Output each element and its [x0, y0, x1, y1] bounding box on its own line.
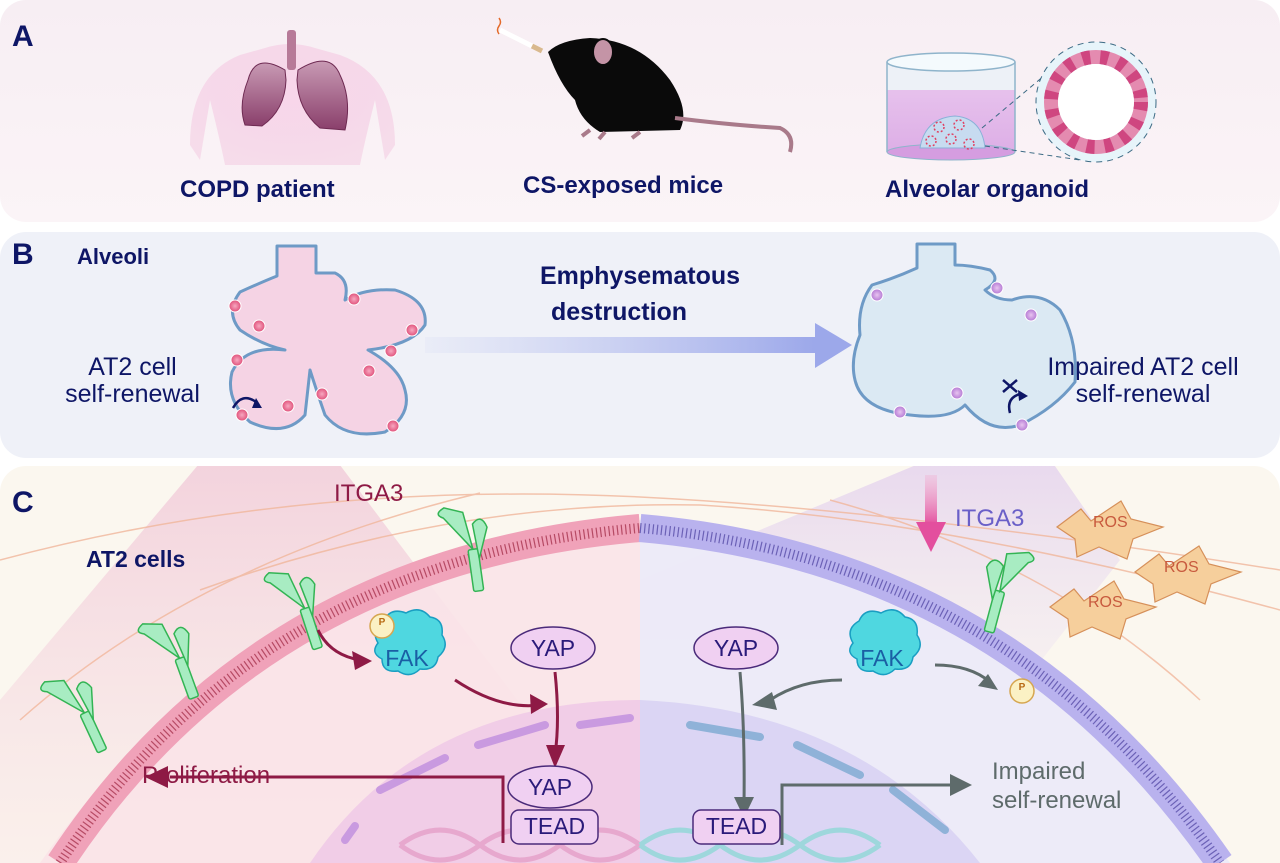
fak-healthy-label: FAK	[385, 645, 429, 671]
impaired-cycle-icon	[1007, 392, 1021, 414]
impaired-self-renewal-outcome: Impaired self-renewal	[992, 758, 1121, 816]
alveoli-title: Alveoli	[77, 244, 150, 269]
tead-healthy-label: TEAD	[523, 813, 586, 839]
proliferation-label: Proliferation	[142, 762, 271, 789]
yap-healthy-nucleus-label: YAP	[527, 774, 573, 800]
emphysema-arrow	[425, 323, 852, 368]
itga3-downregulation-arrow	[916, 522, 946, 552]
tead-disease-label: TEAD	[705, 813, 768, 839]
panel-c-letter: C	[12, 486, 34, 519]
yap-healthy-cytoplasm-label: YAP	[530, 635, 576, 661]
integrin-receptors	[40, 507, 1035, 754]
fak-disease-shape	[849, 609, 921, 676]
disease-membrane	[638, 514, 1232, 863]
copd-patient-illustration	[190, 30, 395, 165]
yap-healthy-nucleus-shape	[507, 765, 593, 809]
disease-nuclear-envelope	[686, 721, 949, 834]
phospho-disease-label: P	[1018, 682, 1026, 693]
ros-label-2: ROS	[1164, 559, 1199, 576]
emphysema-label-line2: destruction	[550, 298, 688, 326]
impaired-label-line2: self-renewal	[1075, 380, 1211, 408]
healthy-self-renewal-label: AT2 cell self-renewal	[40, 354, 225, 408]
copd-patient-label: COPD patient	[180, 176, 335, 203]
phospho-healthy-label: P	[378, 617, 386, 628]
healthy-nuclear-envelope	[341, 714, 634, 844]
emphysema-label-line1: Emphysematous	[539, 262, 741, 290]
tead-disease-shape	[692, 809, 781, 845]
ros-stars	[1048, 500, 1243, 640]
healthy-label-line1: AT2 cell	[88, 353, 177, 381]
impaired-outcome-line1: Impaired	[992, 758, 1086, 785]
yap-disease-label: YAP	[713, 635, 759, 661]
fak-disease-label: FAK	[860, 645, 904, 671]
yap-disease-shape	[693, 626, 779, 670]
cell-diagram	[0, 475, 1280, 863]
itga3-healthy-label: ITGA3	[334, 480, 404, 507]
cs-exposed-mice-label: CS-exposed mice	[523, 172, 724, 199]
alveolar-organoid-illustration	[886, 41, 1157, 163]
panel-a-letter: A	[12, 20, 34, 53]
impaired-label-line1: Impaired AT2 cell	[1047, 353, 1239, 381]
healthy-alveoli-illustration	[228, 244, 427, 436]
healthy-label-line2: self-renewal	[65, 380, 200, 408]
alveolar-organoid-label: Alveolar organoid	[885, 176, 1090, 203]
impaired-outcome-line2: self-renewal	[992, 786, 1122, 814]
tead-healthy-shape	[510, 809, 599, 845]
self-renewal-cycle-icon	[231, 396, 257, 409]
at2-cells-title: AT2 cells	[86, 546, 186, 572]
itga3-disease-label: ITGA3	[955, 505, 1025, 532]
panel-b-letter: B	[12, 238, 34, 271]
phospho-disease-shape	[1009, 678, 1035, 704]
ros-label-3: ROS	[1088, 594, 1123, 611]
cs-exposed-mouse-illustration	[496, 17, 794, 153]
emphysematous-alveoli-illustration	[851, 242, 1077, 432]
impaired-self-renewal-label: Impaired AT2 cell self-renewal	[1018, 354, 1268, 408]
phospho-healthy-shape	[369, 613, 395, 639]
ros-label-1: ROS	[1093, 514, 1128, 531]
blocked-x-icon	[1002, 379, 1018, 393]
yap-healthy-cyto-shape	[510, 626, 596, 670]
ecm-fibers	[0, 492, 1280, 721]
